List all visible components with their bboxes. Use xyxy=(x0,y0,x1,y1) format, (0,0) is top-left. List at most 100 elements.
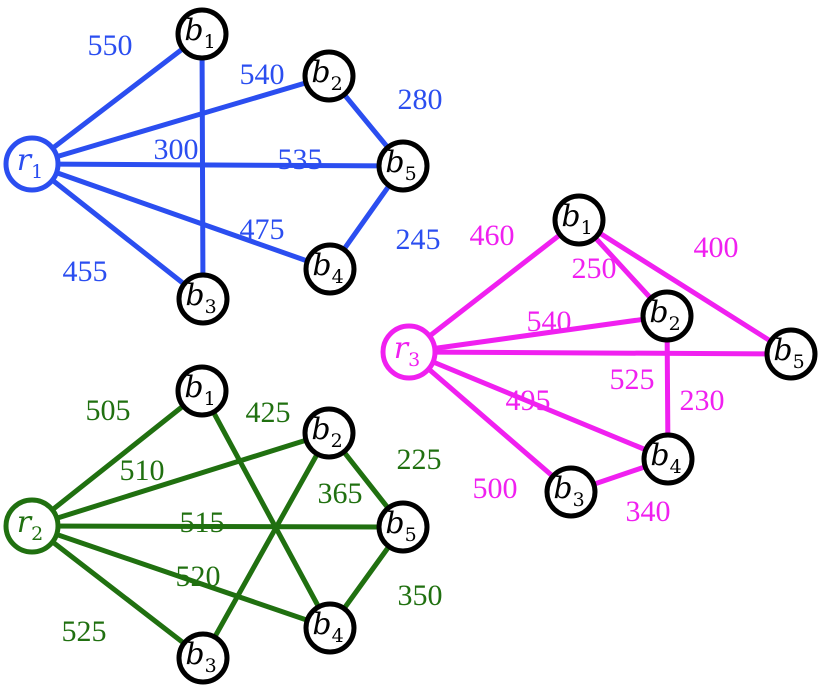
graph-r2-nodes: r2 b1 b2 b3 b4 b5 xyxy=(3,364,430,685)
edge-weight-r-b5: 515 xyxy=(180,506,225,539)
node-label: b1 xyxy=(184,370,215,410)
edge-weight-r-b4: 520 xyxy=(176,560,221,593)
edge-weight-b1-b2: 250 xyxy=(572,252,617,285)
node-label: b4 xyxy=(312,248,343,288)
edge-r-b3 xyxy=(406,349,574,495)
edge-weight-r-b2: 510 xyxy=(120,454,165,487)
edge-r-b1 xyxy=(29,388,205,529)
edge-weight-r-b5: 535 xyxy=(278,143,323,176)
node-circle xyxy=(303,601,357,655)
node-b5: b5 xyxy=(376,139,430,193)
node-b5: b5 xyxy=(376,500,430,554)
edge-r-b5 xyxy=(406,349,794,357)
node-b3: b3 xyxy=(176,272,230,326)
edge-weight-b1-b5: 400 xyxy=(694,231,739,264)
edge-r-b4 xyxy=(29,161,333,272)
root-node-label: r2 xyxy=(17,505,43,545)
edge-weight-b1-b3: 300 xyxy=(154,133,199,166)
edge-weight-b2-b4: 230 xyxy=(680,384,725,417)
node-b3: b3 xyxy=(544,465,598,519)
node-label: b2 xyxy=(311,412,342,452)
node-label: b4 xyxy=(650,438,681,478)
graph-r3-weights: 460 540 525 495 500 250 400 230 340 xyxy=(470,219,739,528)
edge-weight-b3-b4: 340 xyxy=(626,495,671,528)
edge-b2-b3 xyxy=(200,430,332,661)
node-b1: b1 xyxy=(175,364,229,418)
root-node-circle xyxy=(380,323,438,381)
node-label: b5 xyxy=(385,145,416,185)
edge-weight-r-b1: 505 xyxy=(86,394,131,427)
edge-weight-r-b4: 495 xyxy=(506,384,551,417)
node-circle xyxy=(176,631,230,685)
node-b1: b1 xyxy=(175,7,229,61)
edge-weight-r-b2: 540 xyxy=(527,305,572,338)
edge-r-b5 xyxy=(29,523,406,530)
node-label: b4 xyxy=(312,607,343,647)
edge-weight-b2-b5: 280 xyxy=(398,83,443,116)
node-circle xyxy=(640,289,694,343)
edge-r-b2 xyxy=(406,313,670,355)
node-circle xyxy=(176,272,230,326)
node-b5: b5 xyxy=(764,327,818,381)
node-circle xyxy=(544,465,598,519)
node-b4: b4 xyxy=(303,601,357,655)
node-b2: b2 xyxy=(302,406,356,460)
node-label: b5 xyxy=(773,333,804,373)
edge-weight-b1-b4: 425 xyxy=(246,396,291,429)
node-b1: b1 xyxy=(552,193,606,247)
graph-r1-nodes: r1 b1 b2 b3 b4 b5 xyxy=(3,7,430,326)
edge-r-b1 xyxy=(406,217,582,355)
edge-weight-b5-b4: 245 xyxy=(396,223,441,256)
node-b4: b4 xyxy=(303,242,357,296)
edge-b1-b3 xyxy=(199,31,206,302)
graph-r2-weights: 505 510 515 520 525 425 365 225 350 xyxy=(62,394,443,648)
node-label: b1 xyxy=(561,199,592,239)
graph-r2-edges xyxy=(29,388,406,661)
graph-r1-weights: 550 540 535 475 455 300 280 245 xyxy=(63,29,443,288)
edge-b1-b4 xyxy=(199,388,333,631)
node-label: b3 xyxy=(185,278,216,318)
edge-r-b3 xyxy=(29,161,206,302)
edge-weight-r-b3: 455 xyxy=(63,255,108,288)
node-circle xyxy=(641,432,695,486)
edge-r-b4 xyxy=(29,523,333,631)
edge-weight-b5-b4: 350 xyxy=(398,579,443,612)
root-node-label: r1 xyxy=(17,143,43,183)
edge-weight-r-b1: 550 xyxy=(88,29,133,62)
edge-r-b5 xyxy=(29,161,406,169)
node-circle xyxy=(175,7,229,61)
node-label: b3 xyxy=(553,471,584,511)
edge-weight-r-b4: 475 xyxy=(240,213,285,246)
edge-weight-b2-b3: 365 xyxy=(318,477,363,510)
edge-weight-r-b5: 525 xyxy=(610,363,655,396)
edge-r-b3 xyxy=(29,523,206,661)
node-b2: b2 xyxy=(302,49,356,103)
node-label: b3 xyxy=(185,637,216,677)
edge-weight-r-b1: 460 xyxy=(470,219,515,252)
edge-weight-r-b3: 500 xyxy=(473,472,518,505)
root-node-r2: r2 xyxy=(3,497,61,555)
edge-r-b1 xyxy=(29,31,205,167)
graph-r1-edges xyxy=(29,31,406,302)
edge-r-b4 xyxy=(406,349,671,462)
root-node-r1: r1 xyxy=(3,135,61,193)
edge-weight-r-b3: 525 xyxy=(62,615,107,648)
node-circle xyxy=(175,364,229,418)
weight-labels-layer: 5505405354754553002802455055105155205254… xyxy=(62,29,739,648)
edge-b1-b5 xyxy=(576,217,794,357)
node-circle xyxy=(376,500,430,554)
edge-r-b2 xyxy=(29,430,332,529)
node-label: b1 xyxy=(184,13,215,53)
edge-weight-r-b2: 540 xyxy=(240,58,285,91)
node-label: b5 xyxy=(385,506,416,546)
node-b2: b2 xyxy=(640,289,694,343)
node-circle xyxy=(376,139,430,193)
edge-weight-b2-b5: 225 xyxy=(397,443,442,476)
node-label: b2 xyxy=(649,295,680,335)
node-circle xyxy=(303,242,357,296)
node-label: b2 xyxy=(311,55,342,95)
edge-r-b2 xyxy=(29,73,332,167)
